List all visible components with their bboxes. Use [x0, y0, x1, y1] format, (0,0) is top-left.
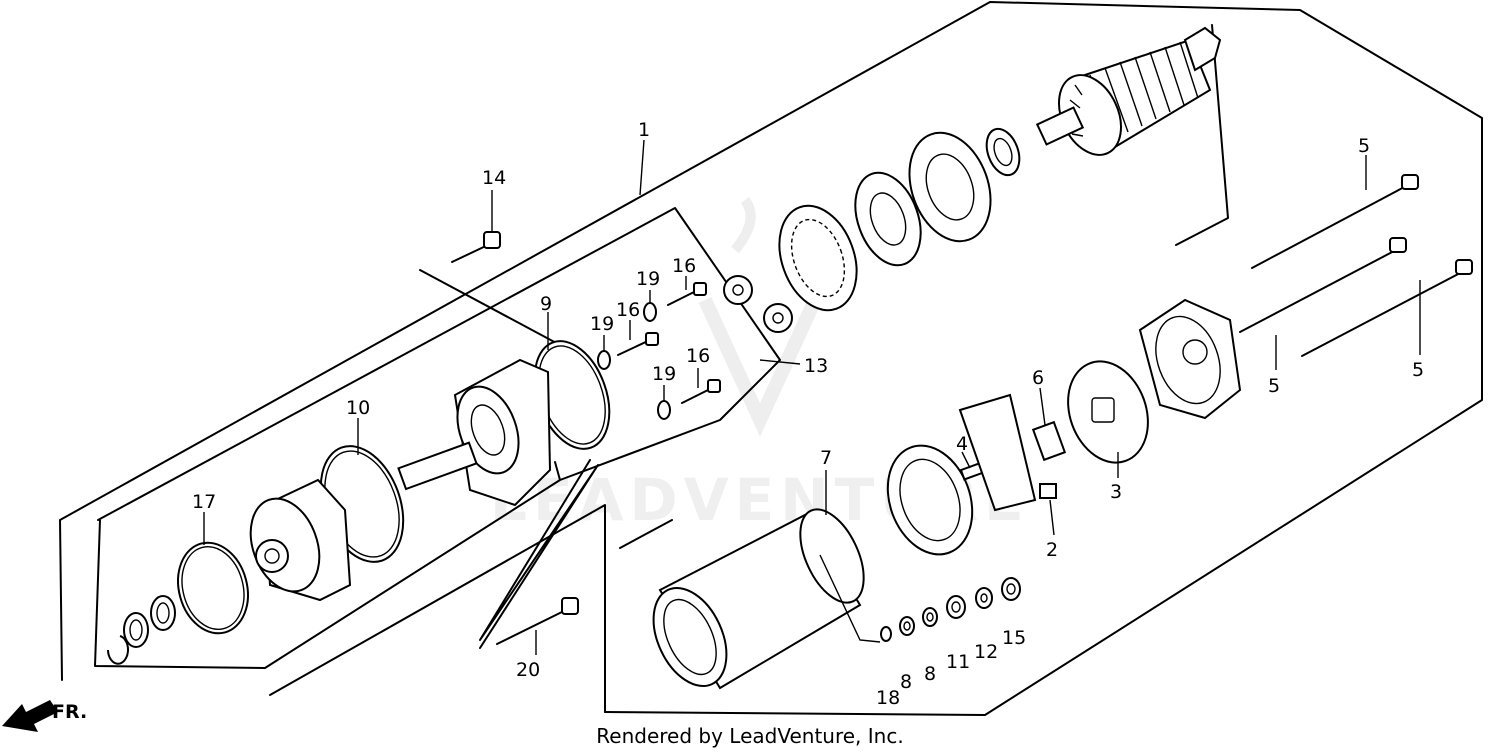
- bolt-20[interactable]: [496, 597, 579, 645]
- thrust-washer[interactable]: [123, 612, 149, 648]
- assembly-boundary-outline: [59, 1, 1483, 716]
- footer-credit: Rendered by LeadVenture, Inc.: [596, 724, 904, 748]
- through-bolt-5-middle[interactable]: [1239, 237, 1407, 333]
- front-arrow-icon: [2, 700, 58, 732]
- callout-7: 7: [820, 447, 832, 469]
- callout-17: 17: [192, 491, 216, 513]
- armature[interactable]: [1035, 26, 1222, 165]
- lower-group-outline: [269, 504, 673, 713]
- through-bolt-5-upper[interactable]: [1251, 174, 1419, 269]
- brush-spring-6[interactable]: [1031, 420, 1067, 462]
- front-cover-group-outline: [94, 207, 781, 669]
- callout-19: 19: [590, 313, 614, 335]
- shim-plate[interactable]: [843, 164, 932, 275]
- gear-housing-with-shaft[interactable]: [397, 358, 552, 507]
- washer-19-upper[interactable]: [643, 302, 657, 322]
- callout-14: 14: [482, 167, 506, 189]
- callout-11: 11: [946, 651, 970, 673]
- washer-8-second[interactable]: [922, 607, 938, 627]
- callout-16: 16: [616, 299, 640, 321]
- callout-2: 2: [1046, 539, 1058, 561]
- front-direction-label: FR.: [52, 701, 87, 723]
- washer-19-lower[interactable]: [657, 400, 671, 420]
- callout-12: 12: [974, 641, 998, 663]
- snap-ring[interactable]: [107, 635, 129, 665]
- callout-20: 20: [516, 659, 540, 681]
- callout-1: 1: [638, 119, 650, 141]
- brush-holder-plate-3[interactable]: [1055, 350, 1162, 474]
- callout-8: 8: [924, 663, 936, 685]
- callout-16: 16: [672, 255, 696, 277]
- armature-washer[interactable]: [981, 124, 1026, 179]
- brush-set-2[interactable]: [958, 393, 1057, 512]
- rear-cover[interactable]: [1138, 298, 1242, 420]
- callout-16: 16: [686, 345, 710, 367]
- bolt-16-middle[interactable]: [617, 332, 659, 356]
- reduction-gear-outline: [419, 269, 599, 649]
- callout-6: 6: [1032, 367, 1044, 389]
- motor-case[interactable]: [639, 500, 877, 698]
- callout-18: 18: [876, 687, 900, 709]
- bolt-16-upper[interactable]: [667, 282, 707, 306]
- front-cover-pinion[interactable]: [239, 478, 352, 602]
- front-direction-indicator: FR.: [2, 700, 87, 732]
- thrust-plate[interactable]: [895, 121, 1005, 252]
- callout-10: 10: [346, 397, 370, 419]
- planetary-gear-lower[interactable]: [763, 303, 793, 333]
- callout-labels: 1 14 19 16 9 16 19 16 19 13 10 17 7 4 6 …: [192, 119, 1424, 709]
- washer-8-first[interactable]: [899, 616, 915, 636]
- leader-lines: [203, 139, 1421, 655]
- callout-8: 8: [900, 671, 912, 693]
- washer-11[interactable]: [946, 595, 966, 619]
- nut-15[interactable]: [1001, 577, 1021, 601]
- stop-collar[interactable]: [150, 595, 176, 631]
- bolt-16-lower[interactable]: [681, 379, 721, 404]
- planetary-gear-upper[interactable]: [723, 275, 753, 305]
- callout-19: 19: [636, 268, 660, 290]
- through-bolt-5-lower[interactable]: [1301, 259, 1473, 357]
- o-ring-17[interactable]: [168, 535, 257, 641]
- callout-15: 15: [1002, 627, 1026, 649]
- callout-19: 19: [652, 363, 676, 385]
- armature-group-bracket: [1175, 24, 1229, 246]
- washer-19-middle[interactable]: [597, 350, 611, 370]
- brush-holder-ring[interactable]: [873, 434, 986, 567]
- bolt-14[interactable]: [451, 231, 501, 263]
- callout-5: 5: [1412, 359, 1424, 381]
- internal-ring-gear[interactable]: [766, 195, 871, 321]
- callout-5: 5: [1358, 135, 1370, 157]
- washer-18[interactable]: [880, 626, 892, 642]
- callout-3: 3: [1110, 481, 1122, 503]
- callout-13: 13: [804, 355, 828, 377]
- callout-4: 4: [956, 433, 968, 455]
- callout-9: 9: [540, 293, 552, 315]
- callout-5: 5: [1268, 375, 1280, 397]
- washer-12[interactable]: [975, 587, 993, 609]
